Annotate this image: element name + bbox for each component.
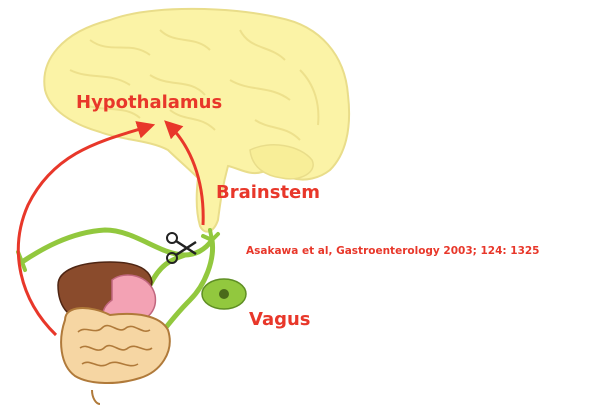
intestines bbox=[61, 308, 170, 404]
vagus-label: Vagus bbox=[249, 309, 311, 330]
hypothalamus-label: Hypothalamus bbox=[76, 92, 222, 113]
brainstem-label: Brainstem bbox=[216, 182, 320, 203]
citation-text: Asakawa et al, Gastroenterology 2003; 12… bbox=[246, 245, 540, 257]
ganglion-nucleus bbox=[219, 289, 229, 299]
